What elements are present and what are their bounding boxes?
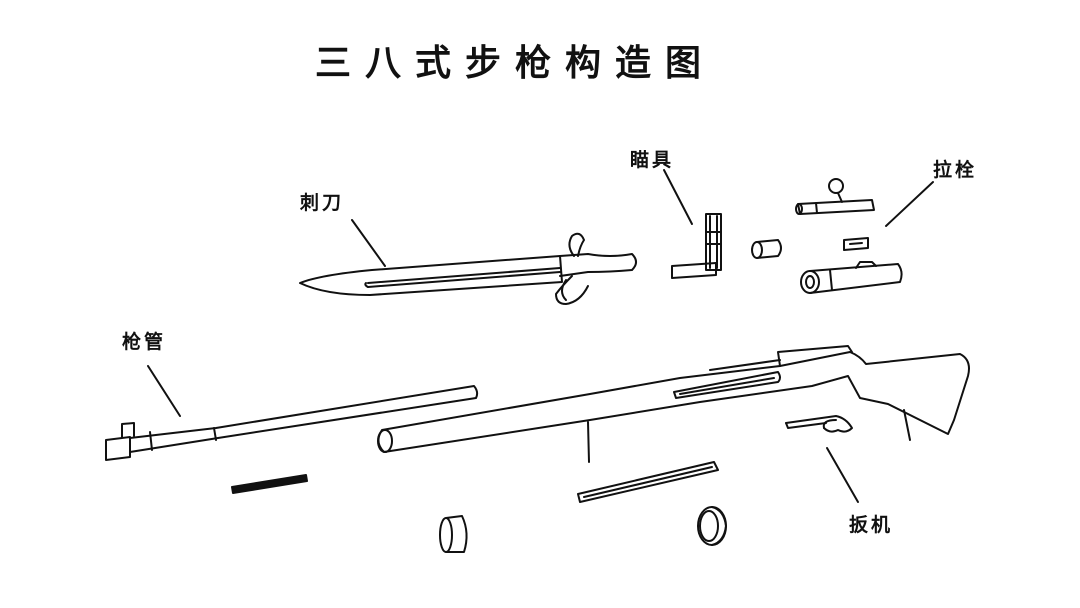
label-barrel: 枪管: [122, 331, 167, 353]
bolt-handle: [795, 178, 875, 215]
cocking-piece: [751, 239, 782, 259]
leader-line-stock: [587, 421, 590, 463]
label-bayonet: 刺刀: [300, 192, 345, 214]
bolt-body: [800, 261, 903, 294]
leader-lines: [147, 169, 934, 503]
label-trigger: 扳机: [849, 514, 894, 536]
handguard: [577, 461, 719, 503]
leader-line-bayonet: [351, 219, 386, 267]
leader-line-trigger: [826, 447, 859, 503]
leader-line-bolt: [885, 181, 934, 227]
cleaning-rod: [231, 474, 308, 494]
band-ring-left: [439, 515, 468, 553]
diagram-title: 三八式步枪构造图: [314, 43, 715, 84]
extractor: [843, 237, 869, 251]
leader-line-sight: [663, 169, 693, 225]
trigger-guard: [785, 415, 853, 433]
leader-line-barrel: [147, 365, 181, 417]
bayonet: [299, 232, 637, 305]
label-sight: 瞄具: [630, 149, 675, 171]
rear-sight: [671, 213, 722, 279]
stock: [377, 345, 970, 453]
label-bolt: 拉栓: [933, 159, 978, 181]
band-ring-right: [697, 506, 727, 546]
leader-line-butt: [903, 409, 911, 441]
barrel: [105, 385, 479, 461]
